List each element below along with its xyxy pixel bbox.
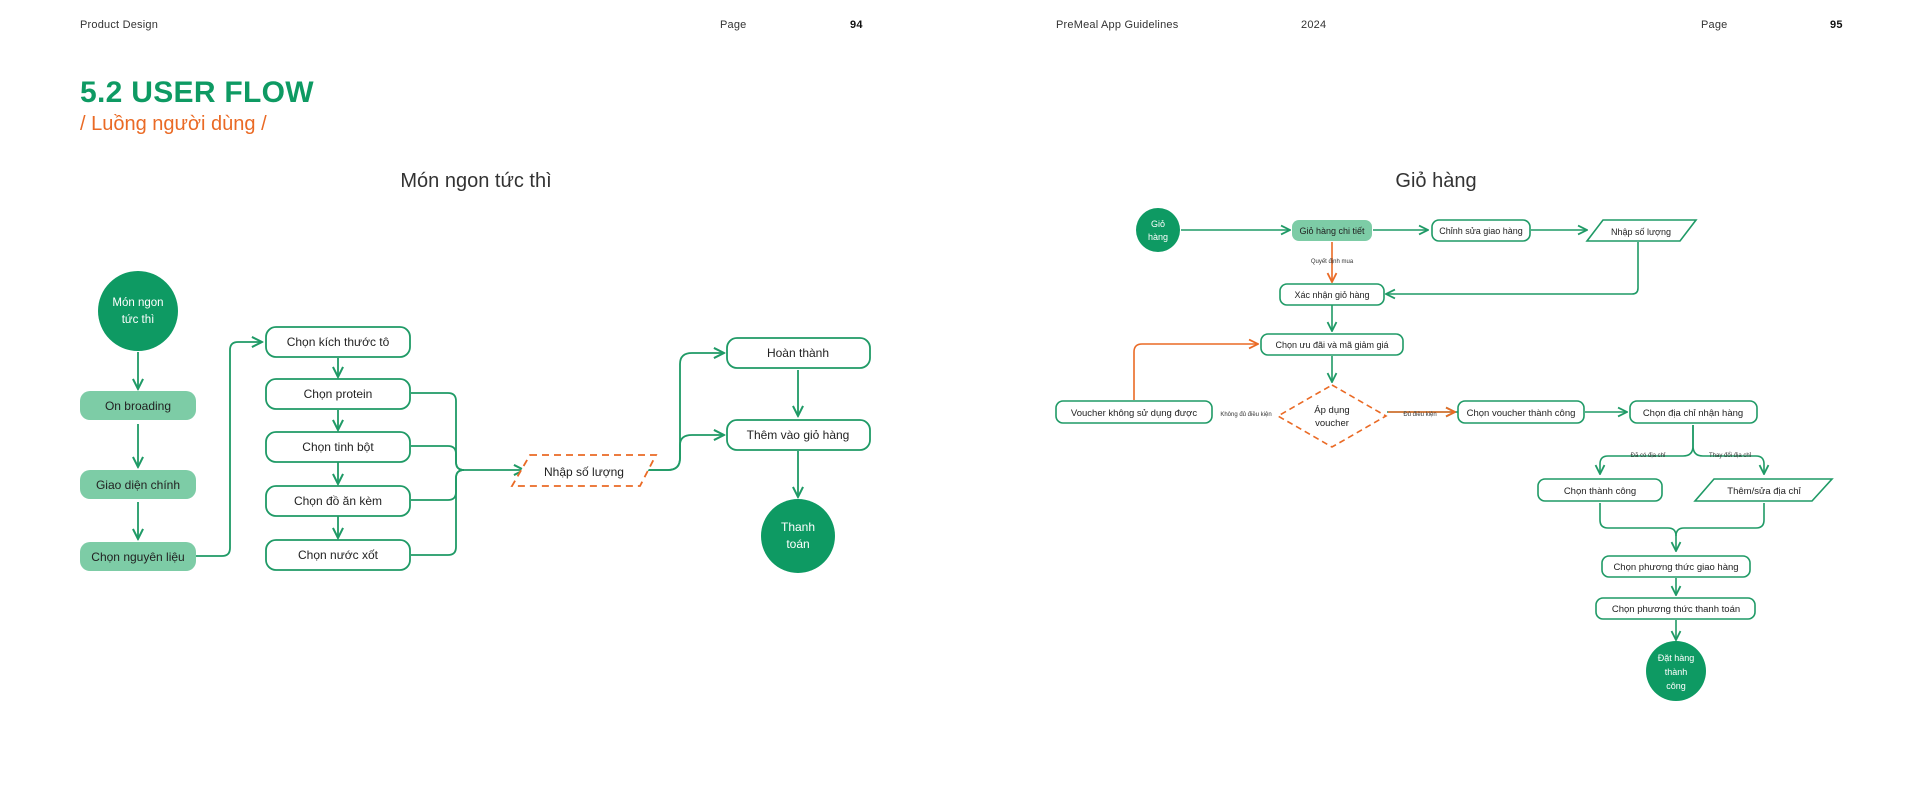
flow2-cart-detail-label: Giỏ hàng chi tiết — [1299, 226, 1365, 236]
flow1-step-main-ui: Giao diện chính — [80, 470, 196, 499]
flow1-option-side-label: Chọn đồ ăn kèm — [294, 494, 382, 508]
flow2-confirm-cart-label: Xác nhận giỏ hàng — [1294, 290, 1369, 300]
flow1-diagram: Món ngon tức thì On broading Giao diện c… — [80, 271, 871, 573]
flow2-end-line1: Đặt hàng — [1658, 653, 1695, 663]
header-section-name: Product Design — [80, 19, 159, 31]
flow2-has-address-label: Đã có địa chỉ — [1631, 452, 1666, 459]
flow2-edit-cart-node — [1431, 219, 1531, 242]
flow1-end-line1: Thanh — [781, 520, 815, 534]
flow2-voucher-ok-label: Chọn voucher thành công — [1467, 408, 1576, 419]
flow2-voucher-ok-node — [1457, 400, 1585, 424]
flow2-diagram: Quyết định mua Không đủ điều kiện Đủ điề… — [1055, 208, 1834, 701]
flow2-enter-qty-label: Nhập số lượng — [1611, 227, 1671, 237]
header-page-number-right: 95 — [1830, 19, 1843, 31]
flow1-step-label: Giao diện chính — [96, 478, 180, 492]
flow1-end-line2: toán — [786, 537, 809, 551]
section-title: 5.2 USER FLOW — [80, 76, 314, 109]
flow2-address-ok-node — [1537, 478, 1663, 502]
flow1-add-to-cart-label: Thêm vào giỏ hàng — [747, 428, 850, 442]
flow2-choose-offer-label: Chọn ưu đãi và mã giảm giá — [1275, 340, 1388, 350]
flow1-title: Món ngon tức thì — [400, 170, 552, 192]
flow1-option-protein-label: Chọn protein — [304, 387, 373, 401]
flow2-end-node: Đặt hàng thành công — [1646, 641, 1706, 701]
flow2-start-line1: Giỏ — [1151, 219, 1165, 229]
flow1-option-sauce — [265, 539, 411, 571]
flow2-eligible-label: Đủ điều kiện — [1403, 411, 1436, 418]
header-page-label-right: Page — [1701, 19, 1728, 31]
flow1-option-side — [265, 485, 411, 517]
flow2-voucher-fail-label: Voucher không sử dụng được — [1071, 408, 1197, 419]
flow2-choose-address-node — [1629, 400, 1758, 424]
flow2-add-edit-address-label: Thêm/sửa địa chỉ — [1727, 486, 1801, 497]
flow1-finish-node: Hoàn thành — [726, 337, 871, 369]
flow1-add-to-cart-node: Thêm vào giỏ hàng — [726, 419, 871, 451]
flow1-option-size-label: Chọn kích thước tô — [287, 335, 390, 349]
flow2-choose-address-label: Chọn địa chỉ nhận hàng — [1643, 408, 1743, 419]
flow2-choose-offer-node — [1260, 333, 1404, 356]
flow1-step-onboarding: On broading — [80, 391, 196, 420]
header-page-number-left: 94 — [850, 19, 863, 31]
flow2-apply-voucher-decision: Áp dụng voucher — [1276, 384, 1388, 448]
flow2-not-eligible-label: Không đủ điều kiện — [1220, 411, 1271, 418]
flow2-cart-detail-node: Giỏ hàng chi tiết — [1292, 220, 1372, 241]
flow2-end-line3: công — [1666, 681, 1686, 691]
flow1-option-size — [265, 326, 411, 358]
flow1-step-choose-ingredients: Chọn nguyên liệu — [80, 542, 196, 571]
header-doc-title: PreMeal App Guidelines — [1056, 19, 1179, 31]
flow2-enter-qty-node — [1585, 219, 1698, 242]
flow2-title: Giỏ hàng — [1395, 170, 1477, 192]
flow1-step-label: Chọn nguyên liệu — [91, 550, 184, 564]
flow2-voucher-fail-node — [1055, 400, 1213, 424]
flow1-end-node: Thanh toán — [761, 499, 835, 573]
flow1-option-sauce-label: Chọn nước xốt — [298, 548, 379, 562]
flow1-quantity-input-node: Nhập số lượng — [510, 454, 658, 487]
flow1-start-line1: Món ngon — [112, 297, 163, 309]
flow2-confirm-cart-node — [1279, 283, 1385, 306]
flow1-option-starch — [265, 431, 411, 463]
flow2-shipping-method-label: Chọn phương thức giao hàng — [1613, 562, 1738, 573]
flow2-change-address-label: Thay đổi địa chỉ — [1709, 452, 1752, 459]
flow1-quantity-label: Nhập số lượng — [544, 465, 624, 479]
flow2-payment-method-label: Chọn phương thức thanh toán — [1612, 604, 1740, 615]
flow2-start-line2: hàng — [1148, 232, 1168, 242]
flow2-apply-voucher-line1: Áp dụng — [1314, 405, 1349, 416]
flow2-add-edit-address-node — [1693, 478, 1834, 502]
flow2-edit-cart-label: Chỉnh sửa giao hàng — [1439, 226, 1523, 236]
flow1-option-starch-label: Chọn tinh bột — [302, 440, 374, 454]
section-subtitle: / Luồng người dùng / — [80, 113, 267, 135]
flow1-option-protein — [265, 378, 411, 410]
flow2-start-node: Giỏ hàng — [1136, 208, 1180, 252]
flow2-payment-method-node — [1595, 597, 1756, 620]
header-page-label-left: Page — [720, 19, 747, 31]
flow2-decide-label: Quyết định mua — [1311, 259, 1354, 265]
flow2-apply-voucher-line2: voucher — [1315, 418, 1349, 429]
flow1-step-label: On broading — [105, 399, 171, 413]
flow1-start-line2: tức thì — [122, 314, 155, 326]
flow2-end-line2: thành — [1665, 667, 1688, 677]
flow2-shipping-method-node — [1601, 555, 1751, 578]
flow2-address-ok-label: Chọn thành công — [1564, 486, 1636, 497]
header-year: 2024 — [1301, 19, 1327, 31]
flow1-finish-label: Hoàn thành — [767, 346, 829, 360]
flow1-start-node: Món ngon tức thì — [98, 271, 178, 351]
